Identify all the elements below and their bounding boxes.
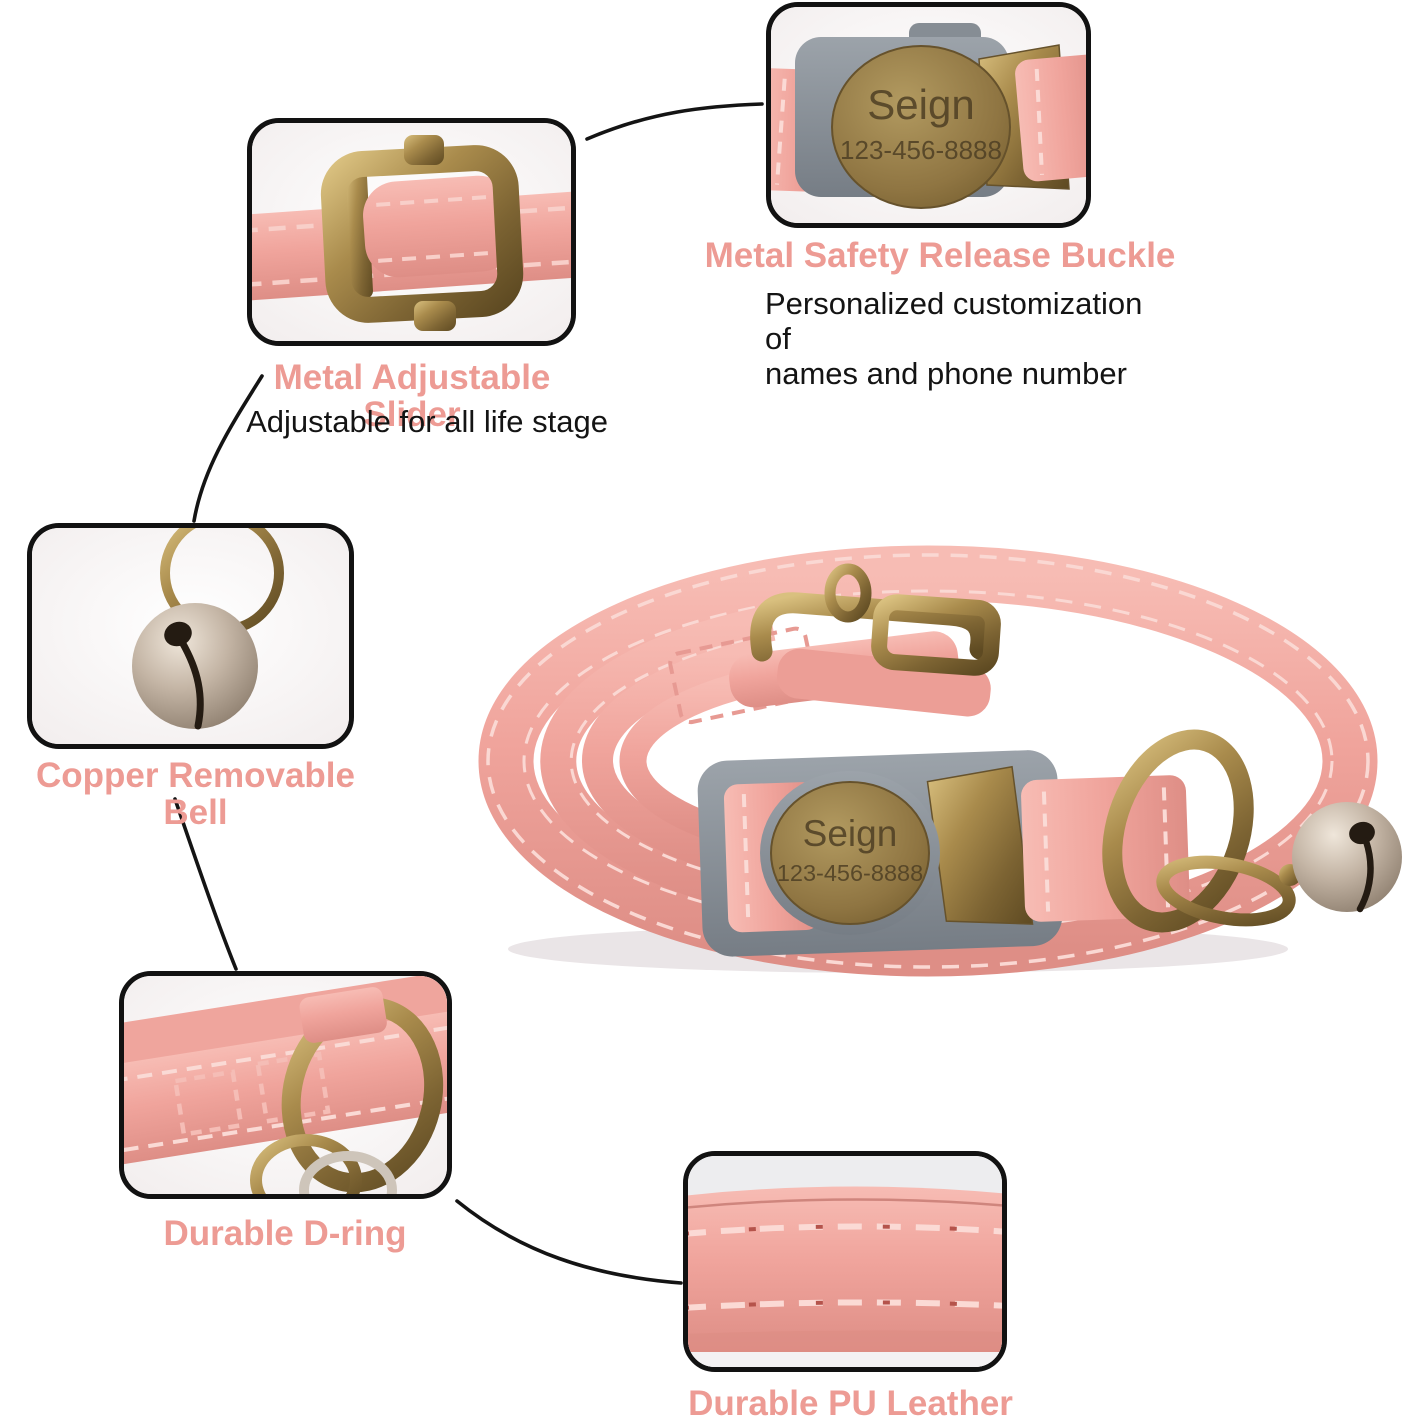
buckle-description: Personalized customization of names and … (765, 286, 1165, 391)
connector-slider-to-buckle-inset (585, 102, 764, 141)
callout-bell-inset (27, 523, 354, 749)
connector-dring-inset-to-leather-inset (455, 1199, 683, 1285)
callout-dring-inset (119, 971, 452, 1199)
collar-coil-wraps (540, 605, 776, 917)
floor (688, 1352, 1002, 1367)
bell-title: Copper Removable Bell (36, 756, 355, 832)
tag-engraving-name: Seign (867, 81, 974, 128)
bell-closeup-photo (32, 528, 349, 744)
bell-connector-ring (1156, 855, 1296, 927)
d-ring (1102, 729, 1254, 933)
buckle-closeup-photo: Seign 123-456-8888 (771, 7, 1086, 223)
slider-closeup-photo (252, 123, 571, 341)
brass-id-tag (831, 45, 1011, 209)
slider-top-tab (404, 135, 444, 165)
right-strap (1015, 54, 1086, 182)
leather-closeup-photo (688, 1156, 1002, 1367)
leather-strap (688, 1186, 1002, 1352)
bell-body (132, 603, 258, 730)
tag-engraving-phone: 123-456-8888 (777, 860, 923, 886)
small-ring-back (299, 1151, 397, 1194)
slider-center-bar (345, 168, 373, 300)
callout-leather-inset (683, 1151, 1007, 1372)
leather-title: Durable PU Leather (688, 1384, 1013, 1422)
strap-tip-over-ring (299, 987, 387, 1043)
buckle-clasp-wedge (926, 765, 1034, 925)
dring-closeup-photo (124, 976, 447, 1194)
buckle-description-line1: Personalized customization of (765, 286, 1143, 356)
main-collar-photo: Seign 123-456-8888 (478, 545, 1402, 977)
tag-engraving-phone: 123-456-8888 (840, 135, 1002, 165)
slider-title: Metal Adjustable Slider (273, 358, 551, 434)
slider-bottom-tab (414, 301, 456, 331)
dring-title: Durable D-ring (163, 1214, 407, 1253)
brass-id-tag (770, 781, 930, 925)
buckle-title: Metal Safety Release Buckle (704, 236, 1176, 275)
callout-slider-inset (247, 118, 576, 346)
tag-engraving-name: Seign (803, 813, 898, 854)
strap-fold (363, 175, 515, 278)
buckle-description-line2: names and phone number (765, 356, 1127, 391)
slider-description: Adjustable for all life stage (246, 404, 608, 439)
callout-buckle-inset: Seign 123-456-8888 (766, 2, 1091, 228)
collar-bell (1292, 802, 1402, 913)
slider-buckle-top (729, 563, 1001, 717)
small-ring (250, 1134, 362, 1194)
